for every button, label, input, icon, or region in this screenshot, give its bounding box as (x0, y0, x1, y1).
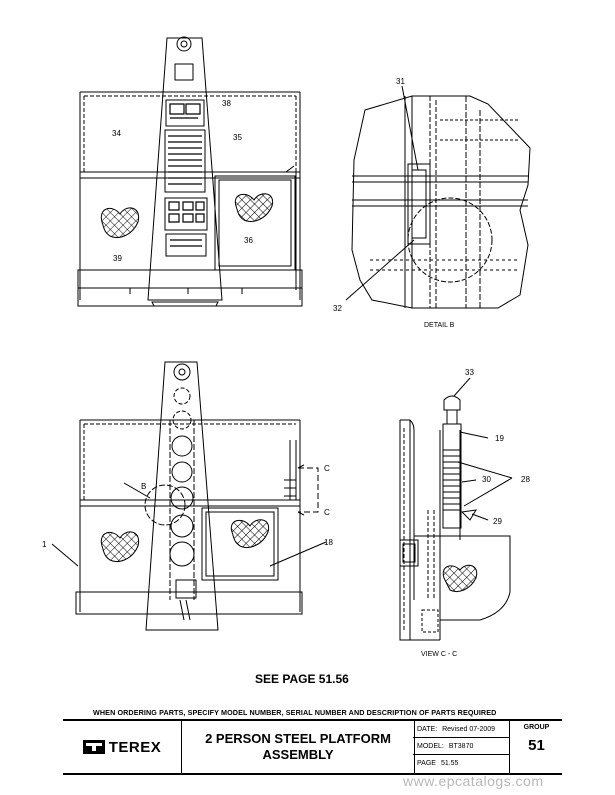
callout-28: 28 (521, 475, 530, 484)
callout-34: 34 (112, 129, 121, 138)
view-cc-label: VIEW C - C (421, 651, 458, 658)
group-label: GROUP (523, 724, 550, 731)
callout-36: 36 (244, 236, 253, 245)
callout-29: 29 (493, 517, 502, 526)
callout-30: 30 (482, 475, 491, 484)
model-value: BT3870 (448, 742, 474, 750)
date-row: DATE: Revised 07-2009 (413, 721, 509, 738)
drawing-title: 2 PERSON STEEL PLATFORM ASSEMBLY (181, 721, 415, 773)
callout-1: 1 (42, 540, 47, 549)
date-value: Revised 07-2009 (442, 725, 496, 733)
drawing-info: DATE: Revised 07-2009 MODEL: BT3870 PAGE… (413, 721, 509, 773)
callout-35: 35 (233, 133, 242, 142)
callout-32: 32 (333, 304, 342, 313)
terex-logo-icon (82, 740, 105, 754)
callout-38: 38 (222, 99, 231, 108)
platform-front-view-top (77, 36, 303, 307)
brand-logo: TEREX (63, 721, 181, 773)
platform-front-view-bottom (51, 361, 327, 631)
callout-31: 31 (396, 77, 405, 86)
title-line-2: ASSEMBLY (262, 747, 334, 762)
model-label: MODEL: (417, 742, 444, 750)
date-label: DATE: (417, 725, 438, 733)
watermark: www.epcatalogs.com (403, 773, 544, 789)
detail-b-label: DETAIL B (424, 322, 455, 329)
group-box: GROUP 51 (509, 721, 563, 773)
callout-c-bottom: C (324, 508, 330, 517)
group-number: 51 (528, 737, 545, 754)
detail-b-view (345, 85, 531, 309)
callout-39: 39 (113, 254, 122, 263)
page-label: PAGE (417, 760, 436, 767)
callout-18: 18 (324, 538, 333, 547)
ordering-instructions: WHEN ORDERING PARTS, SPECIFY MODEL NUMBE… (93, 708, 497, 717)
title-line-1: 2 PERSON STEEL PLATFORM (205, 731, 391, 746)
callout-b: B (141, 482, 147, 491)
view-c-c (399, 377, 513, 641)
callout-19: 19 (495, 434, 504, 443)
callout-c-top: C (324, 464, 330, 473)
page-row: PAGE 51.55 (413, 755, 509, 772)
see-page-reference: SEE PAGE 51.56 (255, 672, 349, 686)
brand-name: TEREX (108, 738, 162, 756)
model-row: MODEL: BT3870 (413, 738, 509, 755)
page-value: 51.55 (440, 760, 459, 767)
title-block: TEREX 2 PERSON STEEL PLATFORM ASSEMBLY D… (63, 719, 562, 775)
callout-33: 33 (465, 368, 474, 377)
